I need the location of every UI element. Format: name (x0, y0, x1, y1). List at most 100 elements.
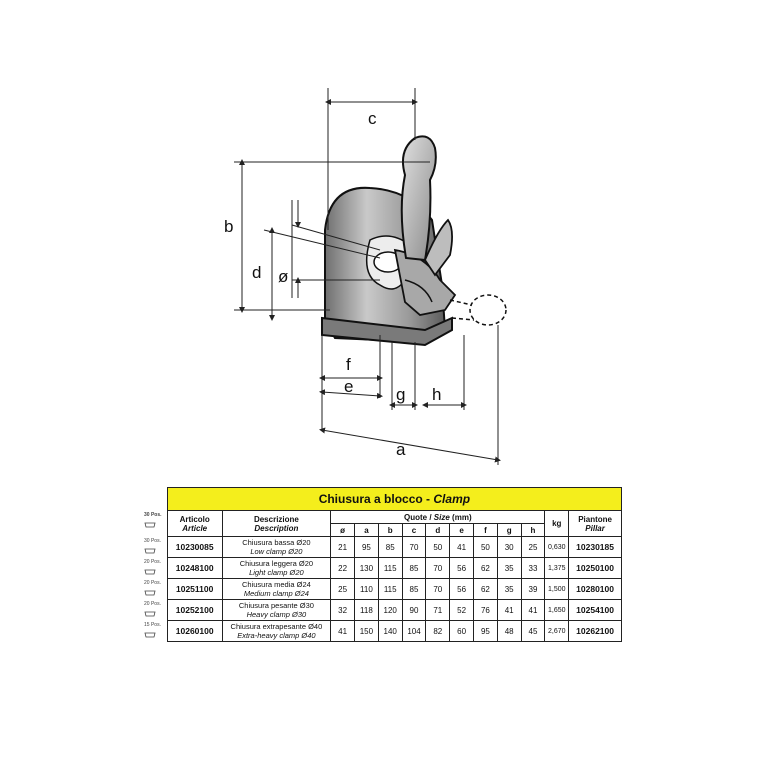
size-value: 115 (377, 578, 403, 600)
size-value: 70 (425, 557, 451, 579)
header-article: Articolo Article (166, 510, 223, 537)
size-value: 52 (449, 599, 474, 621)
article-code: 10260100 (166, 620, 223, 642)
size-value: 70 (425, 578, 451, 600)
header-size-col: e (449, 523, 474, 537)
dim-label-a: a (396, 440, 406, 459)
header-size-col: d (425, 523, 451, 537)
dim-label-diameter: ø (278, 267, 288, 286)
size-value: 22 (330, 557, 356, 579)
size-value: 45 (520, 620, 546, 642)
tray-icon (144, 522, 156, 527)
size-value: 41 (520, 599, 546, 621)
pillar-code: 10254100 (568, 599, 622, 621)
table-title: Chiusura a blocco - Clamp (166, 487, 623, 511)
pack-quantity: 30 Pos. (144, 537, 167, 558)
header-size-col: ø (330, 523, 356, 537)
size-value: 48 (496, 620, 522, 642)
size-value: 82 (425, 620, 451, 642)
size-value: 35 (496, 578, 522, 600)
header-size: Quote / Size (mm) (330, 510, 546, 524)
weight-kg: 1,650 (544, 599, 570, 621)
header-size-col: h (520, 523, 546, 537)
size-value: 25 (330, 578, 356, 600)
size-value: 32 (330, 599, 356, 621)
header-size-col: b (377, 523, 403, 537)
clamp-spec-table: Chiusura a blocco - Clamp 30 Pos. Artico… (144, 487, 623, 642)
header-size-col: c (401, 523, 427, 537)
weight-kg: 1,375 (544, 557, 570, 579)
size-value: 71 (425, 599, 451, 621)
weight-kg: 2,670 (544, 620, 570, 642)
size-value: 85 (401, 557, 427, 579)
dim-label-h: h (432, 385, 441, 404)
size-value: 76 (473, 599, 498, 621)
size-value: 85 (377, 536, 403, 558)
header-size-col: g (496, 523, 522, 537)
weight-kg: 0,630 (544, 536, 570, 558)
size-value: 25 (520, 536, 546, 558)
size-value: 35 (496, 557, 522, 579)
tray-icon (144, 632, 156, 637)
size-value: 85 (401, 578, 427, 600)
clamp-handle (400, 135, 453, 277)
size-value: 70 (401, 536, 427, 558)
weight-kg: 1,500 (544, 578, 570, 600)
size-value: 33 (520, 557, 546, 579)
tray-icon (144, 569, 156, 574)
size-value: 130 (354, 557, 379, 579)
size-value: 90 (401, 599, 427, 621)
dim-label-g: g (396, 385, 405, 404)
table-title-row: Chiusura a blocco - Clamp (144, 487, 623, 511)
header-pillar: Piantone Pillar (568, 510, 622, 537)
article-code: 10248100 (166, 557, 223, 579)
tray-icon (144, 611, 156, 616)
size-value: 41 (496, 599, 522, 621)
size-value: 62 (473, 578, 498, 600)
header-kg: kg (544, 510, 570, 537)
size-value: 120 (377, 599, 403, 621)
dim-label-f: f (346, 355, 351, 374)
header-size-col: a (354, 523, 379, 537)
size-value: 150 (354, 620, 379, 642)
size-value: 110 (354, 578, 379, 600)
size-value: 39 (520, 578, 546, 600)
clamp-technical-drawing: c b d ø f e g h a (224, 88, 507, 465)
article-code: 10230085 (166, 536, 223, 558)
tray-icon (144, 590, 156, 595)
article-code: 10252100 (166, 599, 223, 621)
size-value: 140 (377, 620, 403, 642)
pack-quantity: 20 Pos. (144, 558, 167, 579)
dim-label-d: d (252, 263, 261, 282)
pillar-code: 10280100 (568, 578, 622, 600)
table-header-row-1: 30 Pos. Articolo Article Descrizione Des… (144, 510, 622, 537)
size-value: 30 (496, 536, 522, 558)
dim-label-b: b (224, 217, 233, 236)
pillar-code: 10250100 (568, 557, 622, 579)
tray-icon (144, 548, 156, 553)
pack-quantity: 20 Pos. (144, 579, 167, 600)
size-value: 95 (354, 536, 379, 558)
size-value: 95 (473, 620, 498, 642)
header-description: Descrizione Description (221, 510, 332, 537)
header-size-col: f (473, 523, 498, 537)
article-code: 10251100 (166, 578, 223, 600)
size-value: 41 (330, 620, 356, 642)
dim-label-e: e (344, 377, 353, 396)
dim-label-c: c (368, 109, 377, 128)
size-value: 62 (473, 557, 498, 579)
size-value: 56 (449, 557, 474, 579)
pack-quantity: 20 Pos. (144, 600, 167, 621)
size-value: 21 (330, 536, 356, 558)
